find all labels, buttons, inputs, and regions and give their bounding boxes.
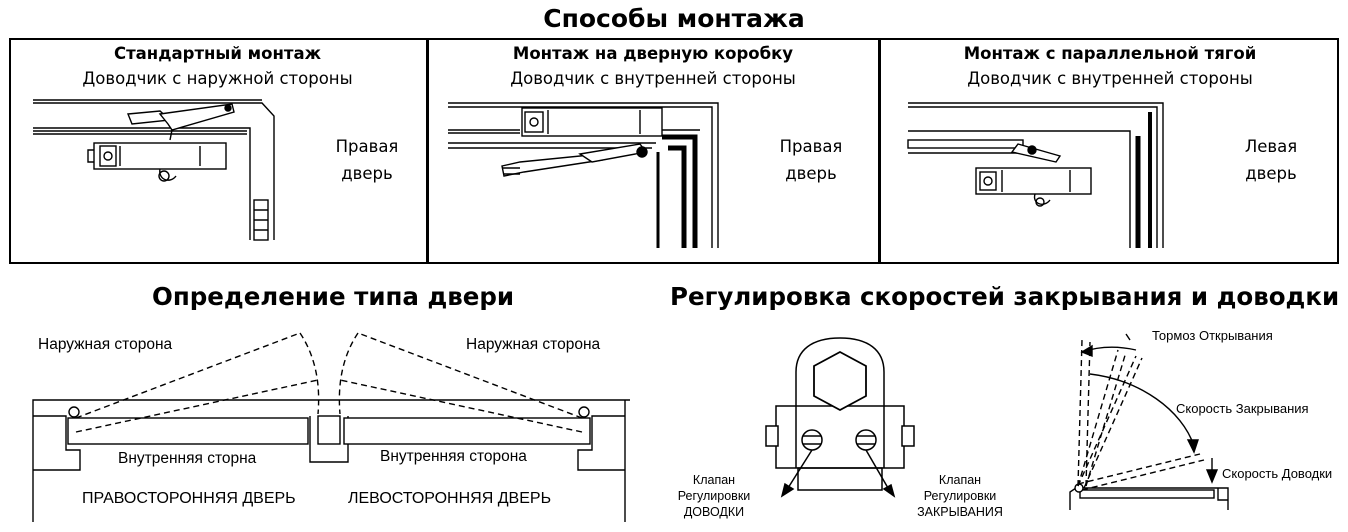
outside-label-right: Наружная сторона [466,336,601,353]
panel-1-title: Стандартный монтаж [113,44,321,63]
panel-1-subtitle: Доводчик с наружной стороны [82,69,353,88]
section-title-mounting: Способы монтажа [543,4,805,33]
brake-label: Тормоз Открывания [1152,328,1273,343]
section-title-door-type: Определение типа двери [152,282,515,311]
panel-3-subtitle: Доводчик с внутренней стороны [967,69,1253,88]
panel-divider [878,38,881,264]
latch-speed-label: Скорость Доводки [1222,466,1333,481]
panel-3-title: Монтаж с параллельной тягой [963,44,1257,63]
latch-valve-label-line3: ДОВОДКИ [683,505,745,519]
frame-mount-drawing [448,102,719,248]
swing-diagram [1069,333,1229,510]
panel-divider [426,38,429,264]
latch-valve-label: Клапан Регулировки ДОВОДКИ [664,472,764,520]
closing-speed-label: Скорость Закрывания [1176,401,1309,416]
closing-valve-label-line3: ЗАКРЫВАНИЯ [917,505,1003,519]
mounting-panels-frame [9,38,1339,264]
inside-label-right: Внутренняя сторона [380,448,527,465]
latch-valve-label-line1: Клапан [692,473,736,487]
panel-2-subtitle: Доводчик с внутренней стороны [510,69,796,88]
closer-end-view [765,337,915,498]
closing-valve-label: Клапан Регулировки ЗАКРЫВАНИЯ [908,472,1012,520]
parallel-mount-drawing [907,102,1164,248]
closing-valve-label-line1: Клапан [938,473,982,487]
outside-label-left: Наружная сторона [38,336,173,353]
panel-2-title: Монтаж на дверную коробку [512,44,794,63]
left-door-label: ЛЕВОСТОРОННЯЯ ДВЕРЬ [348,490,552,507]
closing-valve-label-line2: Регулировки [923,489,997,503]
standard-mount-drawing [33,99,275,241]
right-door-label: ПРАВОСТОРОННЯЯ ДВЕРЬ [82,490,296,507]
section-title-speed: Регулировка скоростей закрывания и довод… [670,282,1340,311]
latch-valve-label-line2: Регулировки [677,489,751,503]
inside-label-left: Внутренняя сторна [118,450,257,467]
